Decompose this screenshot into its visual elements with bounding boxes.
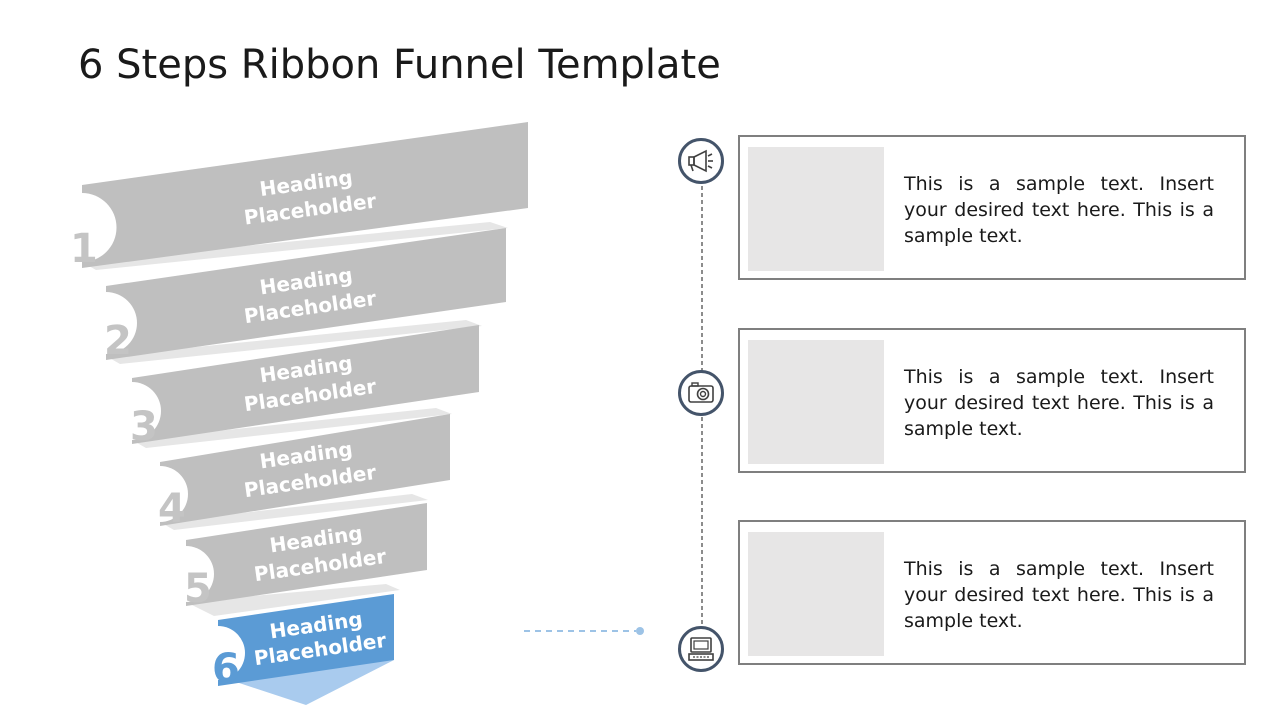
step-number-2: 2 — [104, 318, 132, 364]
computer-icon — [688, 637, 714, 661]
megaphone-icon — [688, 149, 713, 173]
card-text-2[interactable]: This is a sample text. Insert your desir… — [904, 366, 1214, 440]
step-number-6: 6 — [212, 646, 240, 692]
ribbon-curl-1 — [82, 193, 117, 262]
ribbon-curl-3 — [132, 382, 161, 440]
ribbon-curl-6 — [218, 626, 245, 680]
camera-icon — [688, 382, 714, 403]
ribbon-fold-4 — [160, 494, 428, 530]
step-number-5: 5 — [184, 566, 212, 612]
ribbon-fold-1 — [82, 222, 508, 270]
funnel-step-6[interactable]: 6 Heading Placeholder — [212, 594, 394, 705]
funnel-step-3[interactable]: 3 Heading Placeholder — [130, 325, 479, 450]
ribbon-fold-3 — [132, 408, 452, 448]
card-text-3[interactable]: This is a sample text. Insert your desir… — [904, 558, 1214, 632]
ribbon-band-3 — [132, 325, 479, 444]
ribbon-curl-4 — [160, 466, 188, 522]
timeline-node-1 — [678, 138, 724, 184]
step-number-3: 3 — [130, 404, 158, 450]
ribbon-curl-5 — [186, 546, 214, 602]
ribbon-band-2 — [106, 228, 506, 360]
image-placeholder-3[interactable] — [748, 532, 884, 656]
slide-title: 6 Steps Ribbon Funnel Template — [78, 42, 721, 88]
image-placeholder-1[interactable] — [748, 147, 884, 271]
ribbon-band-5 — [186, 503, 427, 606]
ribbon-fold-2 — [106, 320, 482, 364]
ribbon-band-1 — [82, 122, 528, 268]
card-text-1[interactable]: This is a sample text. Insert your desir… — [904, 173, 1214, 247]
ribbon-band-6 — [218, 594, 394, 686]
step-number-4: 4 — [158, 486, 186, 532]
timeline-node-2 — [678, 370, 724, 416]
image-placeholder-2[interactable] — [748, 340, 884, 464]
ribbon-fold-5 — [186, 584, 400, 616]
step-number-1: 1 — [70, 226, 98, 272]
funnel-step-2[interactable]: 2 Heading Placeholder — [104, 228, 506, 364]
ribbon-band-4 — [160, 414, 450, 526]
info-card-2: This is a sample text. Insert your desir… — [738, 328, 1246, 473]
ribbon-curl-2 — [106, 292, 137, 354]
timeline-node-3 — [678, 626, 724, 672]
info-card-1: This is a sample text. Insert your desir… — [738, 135, 1246, 280]
funnel-step-5[interactable]: 5 Heading Placeholder — [184, 503, 427, 616]
funnel-step-1[interactable]: 1 Heading Placeholder — [70, 122, 528, 272]
info-card-3: This is a sample text. Insert your desir… — [738, 520, 1246, 665]
step6-connector-dot — [636, 627, 644, 635]
